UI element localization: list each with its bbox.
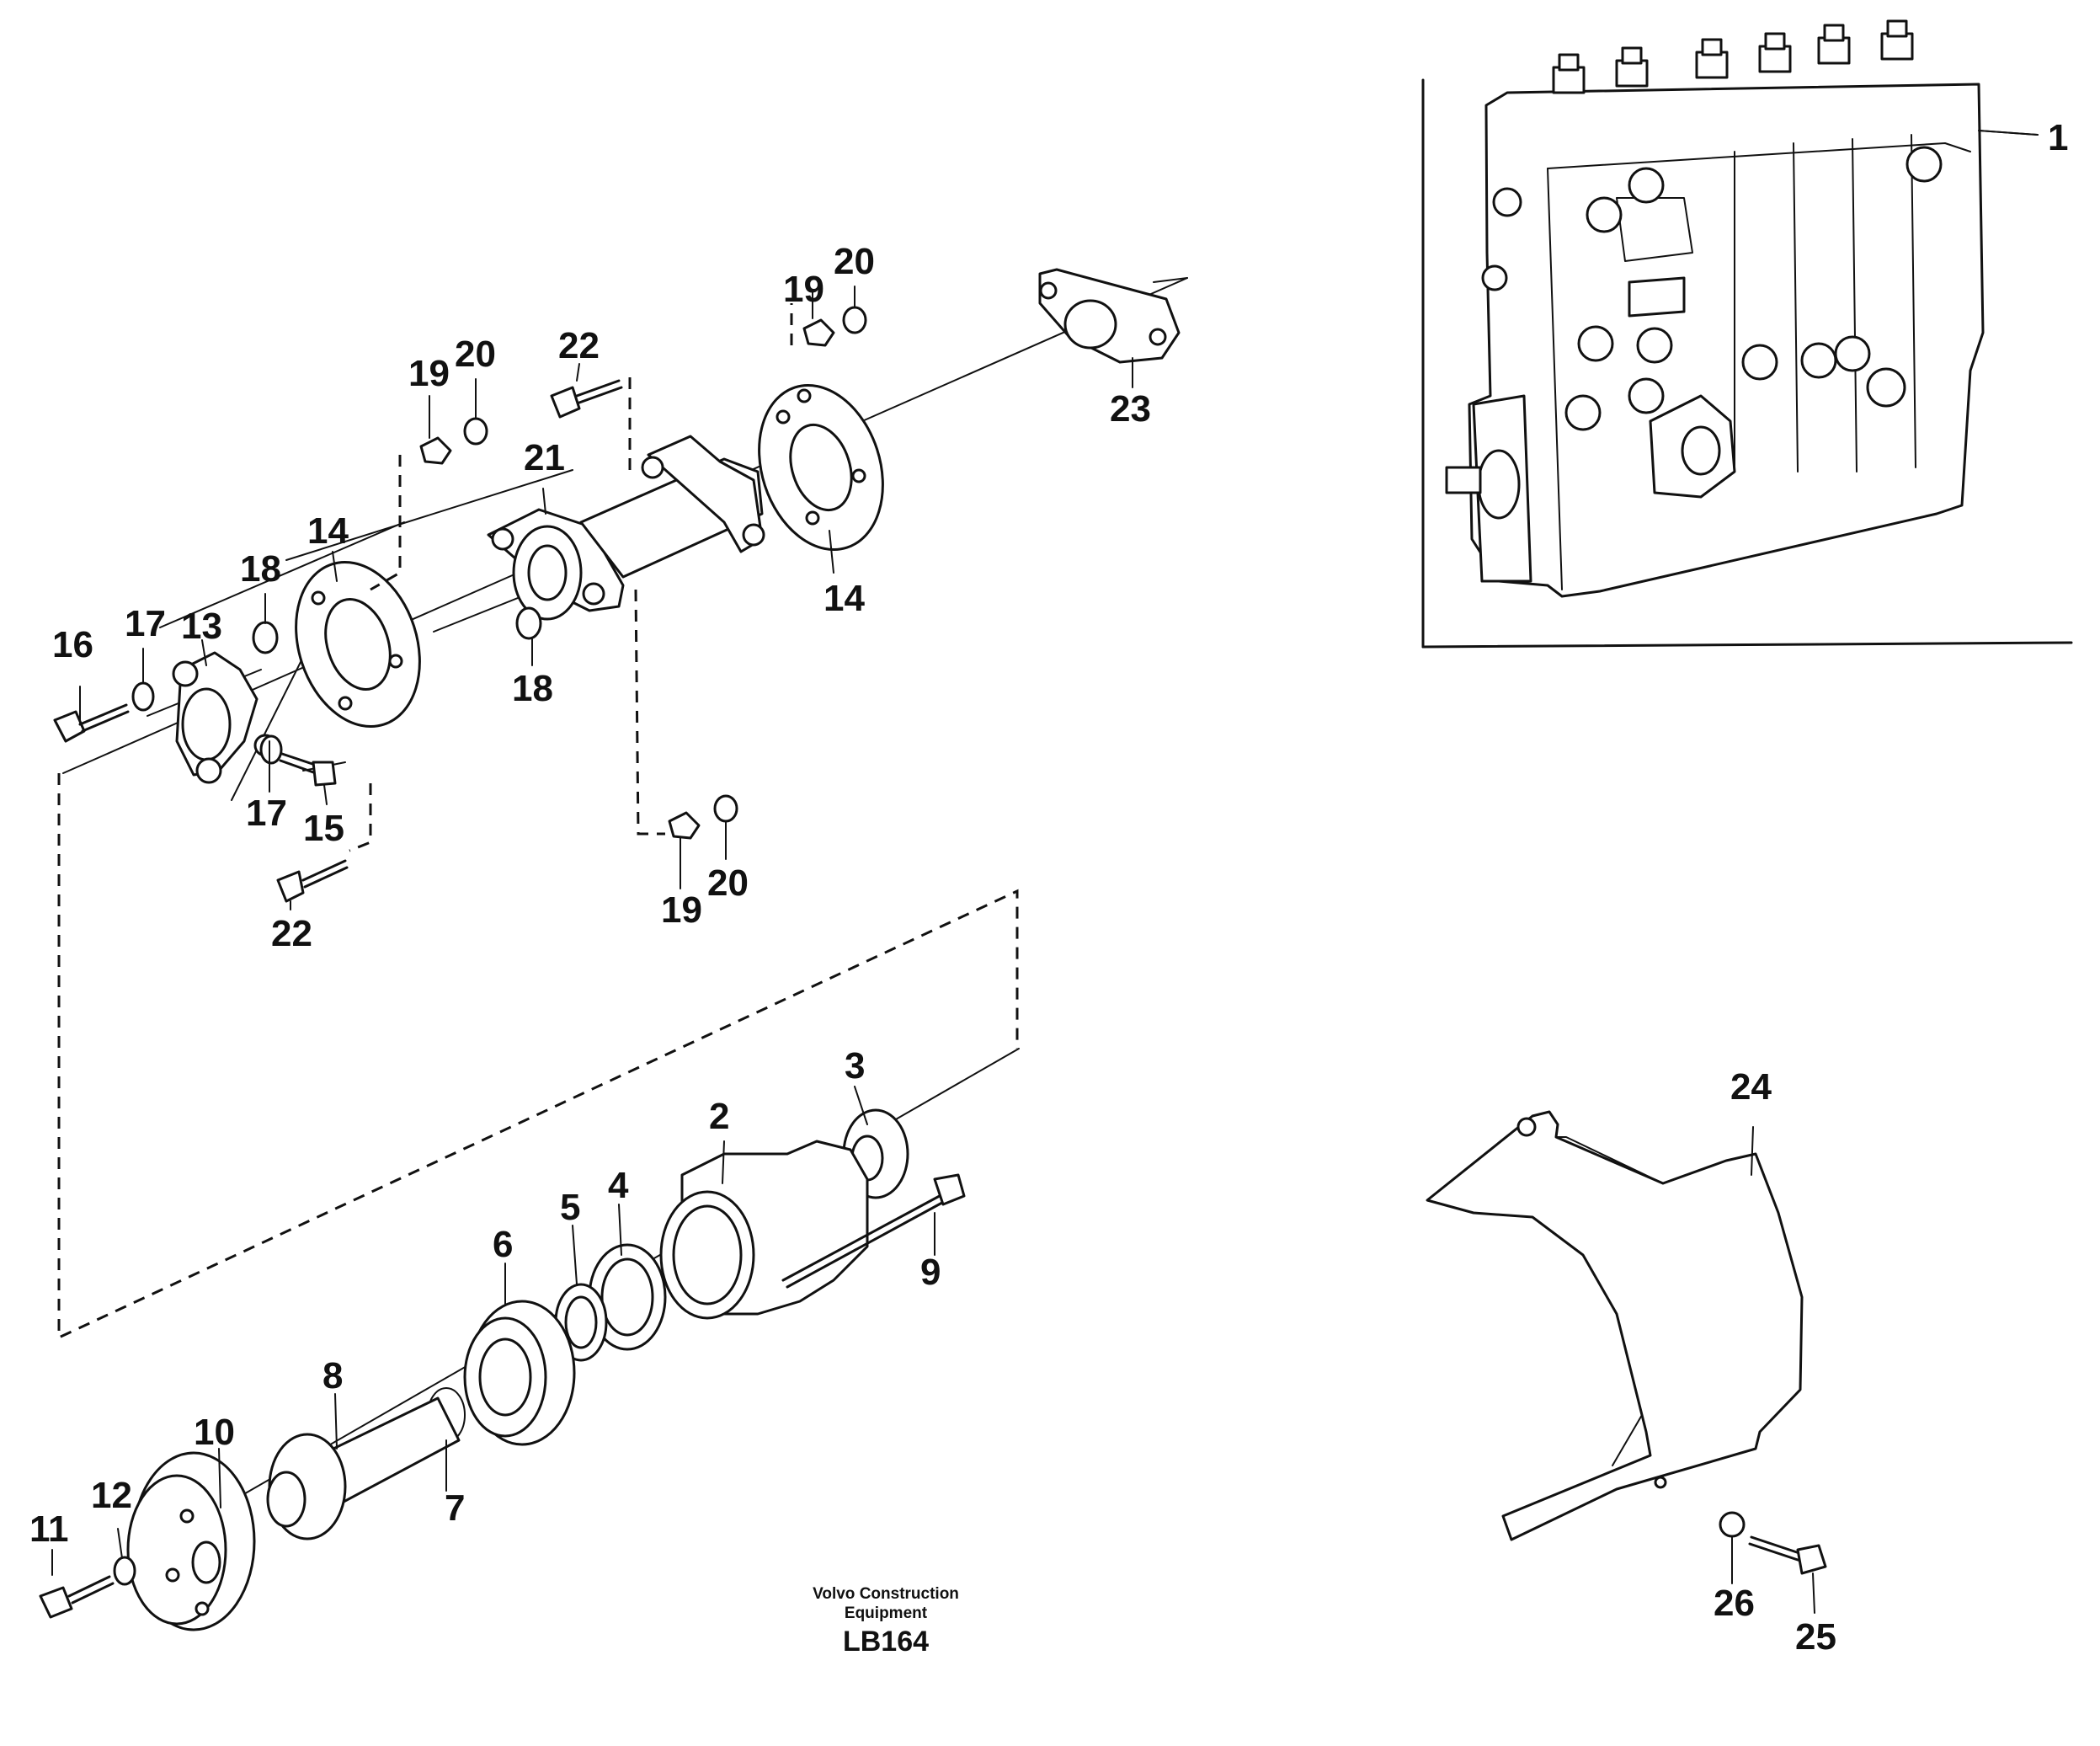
callout-20-top: 20 — [834, 241, 875, 282]
callout-26: 26 — [1714, 1583, 1755, 1624]
diagram-footer: Volvo Construction Equipment LB164 — [813, 1585, 959, 1658]
cover-illustration — [1426, 1110, 1827, 1575]
callout-7: 7 — [445, 1487, 465, 1529]
callout-14-right: 14 — [823, 578, 865, 619]
callout-19-bottom: 19 — [661, 889, 702, 931]
callout-22-top: 22 — [558, 325, 600, 366]
callout-5: 5 — [560, 1187, 580, 1228]
callout-17-top: 17 — [125, 603, 166, 644]
callout-6: 6 — [493, 1224, 513, 1265]
callout-22-bottom: 22 — [271, 913, 312, 954]
callout-10: 10 — [194, 1412, 235, 1453]
callout-18-right: 18 — [512, 668, 553, 709]
footer-diagram-code: LB164 — [843, 1626, 929, 1658]
callout-3: 3 — [845, 1045, 865, 1087]
callout-14-left: 14 — [307, 510, 349, 552]
pump-delivery-valves — [1552, 19, 1914, 94]
callout-9: 9 — [920, 1252, 941, 1293]
callout-17-bottom: 17 — [246, 793, 287, 834]
callout-25: 25 — [1795, 1616, 1836, 1658]
callout-18-left: 18 — [240, 548, 281, 590]
callout-labels: 1 2 3 4 5 6 7 8 9 10 11 12 13 14 14 15 1… — [29, 117, 2068, 1658]
callout-19-top: 19 — [783, 269, 824, 310]
drive-shaft-assembly — [39, 1048, 1020, 1631]
callout-15: 15 — [303, 808, 344, 849]
callout-21: 21 — [524, 437, 565, 478]
callout-16: 16 — [52, 624, 93, 665]
callout-19-left: 19 — [408, 353, 450, 394]
callout-20-left: 20 — [455, 334, 496, 375]
callout-2: 2 — [709, 1096, 729, 1137]
callout-12: 12 — [91, 1475, 132, 1516]
footer-company-line2: Equipment — [845, 1605, 928, 1622]
callout-24: 24 — [1730, 1066, 1772, 1108]
callout-4: 4 — [608, 1165, 629, 1206]
drive-flange-assembly — [53, 268, 1188, 1340]
callout-23: 23 — [1110, 388, 1151, 430]
callout-8: 8 — [322, 1355, 343, 1396]
pump-ports — [1481, 146, 1943, 431]
leader-lines — [51, 130, 2039, 1614]
callout-20-bottom: 20 — [707, 862, 749, 904]
callout-11: 11 — [29, 1508, 69, 1550]
callout-13: 13 — [181, 606, 222, 647]
injection-pump-illustration — [1421, 19, 2073, 649]
callout-1: 1 — [2048, 117, 2068, 158]
footer-company-line1: Volvo Construction — [813, 1585, 959, 1603]
